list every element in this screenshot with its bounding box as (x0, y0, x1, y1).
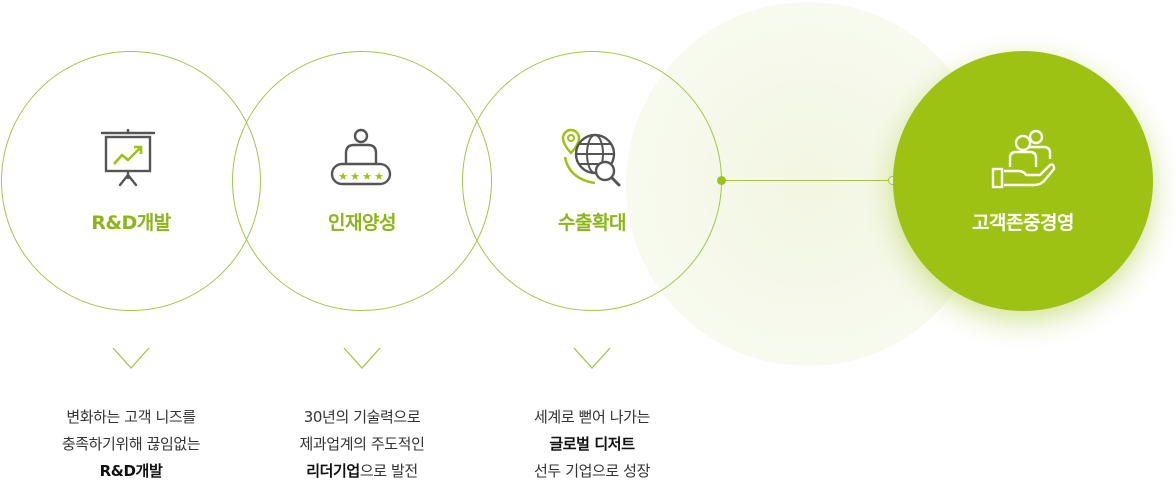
presentation-chart-icon (100, 129, 156, 187)
desc-text: 제과업계의 주도적인 (299, 435, 425, 453)
desc-text: 선두 기업으로 성장 (534, 462, 650, 480)
desc-text-bold: 리더기업 (306, 462, 360, 480)
connector-line (722, 180, 893, 181)
desc-line: 세계로 뻗어 나가는 (472, 404, 712, 431)
desc-line: 변화하는 고객 니즈를 (11, 404, 251, 431)
global-search-icon (561, 128, 621, 187)
description-talent: 30년의 기술력으로 제과업계의 주도적인 리더기업으로 발전 (242, 404, 482, 485)
desc-line: 충족하기위해 끊임없는 (11, 431, 251, 458)
desc-text: 변화하는 고객 니즈를 (66, 408, 196, 426)
svg-text:★: ★ (362, 170, 372, 183)
ring-label-rnd: R&D개발 (91, 212, 171, 234)
desc-line: R&D개발 (11, 458, 251, 485)
chevron-down-icon (573, 347, 611, 369)
desc-text: 30년의 기술력으로 (303, 408, 421, 426)
desc-line: 30년의 기술력으로 (242, 404, 482, 431)
ring-label-export: 수출확대 (558, 212, 626, 234)
svg-text:★: ★ (374, 170, 384, 183)
chevron-down-icon (112, 347, 150, 369)
main-circle (893, 51, 1153, 311)
desc-line: 제과업계의 주도적인 (242, 431, 482, 458)
main-label: 고객존중경영 (972, 212, 1074, 234)
desc-text: 충족하기위해 끊임없는 (61, 435, 201, 453)
description-export: 세계로 뻗어 나가는 글로벌 디저트 선두 기업으로 성장 (472, 404, 712, 485)
connector-dot-start (717, 176, 726, 185)
desc-line: 글로벌 디저트 (472, 431, 712, 458)
desc-text-bold: 글로벌 디저트 (549, 435, 635, 453)
desc-text: 으로 발전 (359, 462, 418, 480)
desc-line: 리더기업으로 발전 (242, 458, 482, 485)
hand-people-icon (991, 129, 1056, 189)
person-rating-icon: ★ ★ ★ ★ (330, 128, 392, 186)
desc-line: 선두 기업으로 성장 (472, 458, 712, 485)
svg-text:★: ★ (338, 170, 348, 183)
desc-text: 세계로 뻗어 나가는 (534, 408, 650, 426)
ring-label-talent: 인재양성 (328, 212, 396, 234)
chevron-down-icon (343, 347, 381, 369)
desc-text-bold: R&D개발 (99, 462, 163, 480)
description-rnd: 변화하는 고객 니즈를 충족하기위해 끊임없는 R&D개발 (11, 404, 251, 485)
svg-text:★: ★ (350, 170, 360, 183)
